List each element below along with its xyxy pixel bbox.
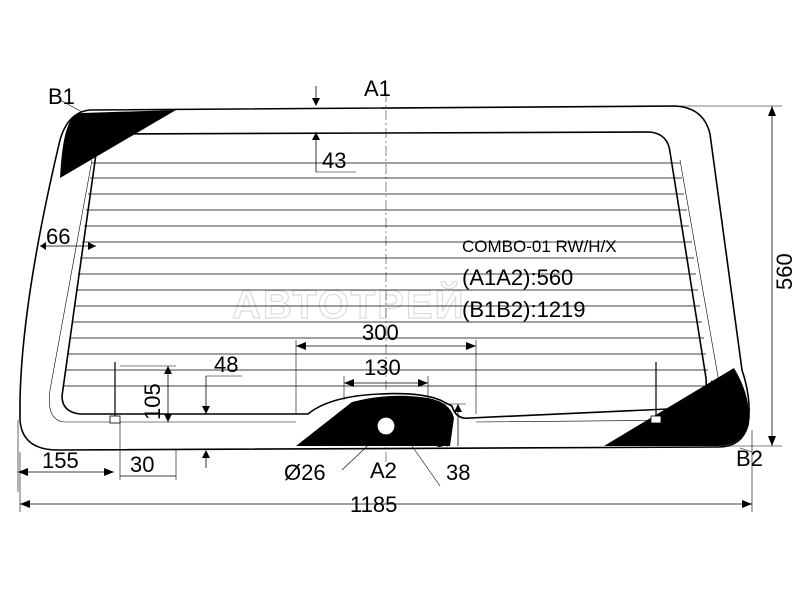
watermark: АВТОТРЕЙ [232,281,465,327]
connector-right [650,362,662,424]
heating-grid [64,162,710,387]
info-model: COMBO-01 RW/H/X [462,237,617,256]
dim-300-text: 300 [362,320,399,345]
label-a2: A2 [370,458,397,483]
dim-43-text: 43 [322,148,346,173]
glass-side-border-left [49,159,296,423]
label-b2: B2 [736,446,763,471]
dim-105-text: 105 [140,383,165,420]
dim-26-leader [341,433,381,471]
label-b1: B1 [48,84,75,109]
dim-1185-text: 1185 [350,492,397,517]
dim-90-text: 90 [430,424,455,448]
dim-26-text: Ø26 [284,460,326,485]
ceramic-corner-b2 [604,368,749,446]
dim-48-text: 48 [214,352,238,377]
dim-38-leader [411,445,441,487]
glass-inner-band [61,131,707,420]
ceramic-right-strip [680,380,713,416]
connector-left [109,362,121,424]
dim-30-text: 30 [130,452,154,477]
ceramic-corner-b1 [60,110,176,178]
label-a1: A1 [364,76,391,101]
info-a1a2: (A1A2):560 [462,265,573,290]
ceramic-bottom-center [296,395,454,446]
dim-130-text: 130 [364,355,401,380]
dim-66-text: 66 [46,224,70,249]
dim-38-text: 38 [446,460,470,485]
dim-155-text: 155 [42,448,79,473]
hole-circle [376,416,396,436]
info-b1b2: (B1B2):1219 [462,297,586,322]
glass-outer-outline [19,105,750,451]
glass-side-border-right [475,159,721,423]
dim-560-text: 560 [772,253,797,290]
